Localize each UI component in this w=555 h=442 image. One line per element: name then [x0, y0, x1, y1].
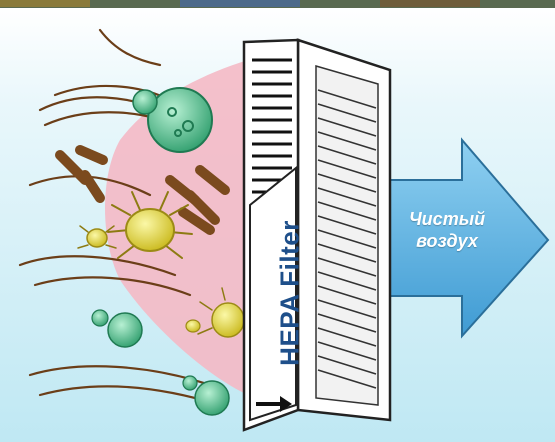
arrow-label: Чистый воздух	[372, 208, 522, 252]
arrow-label-line-2: воздух	[372, 230, 522, 252]
filter-label: HEPA Filter	[275, 220, 306, 366]
arrow-label-line-1: Чистый	[372, 208, 522, 230]
hepa-filter	[244, 40, 390, 430]
